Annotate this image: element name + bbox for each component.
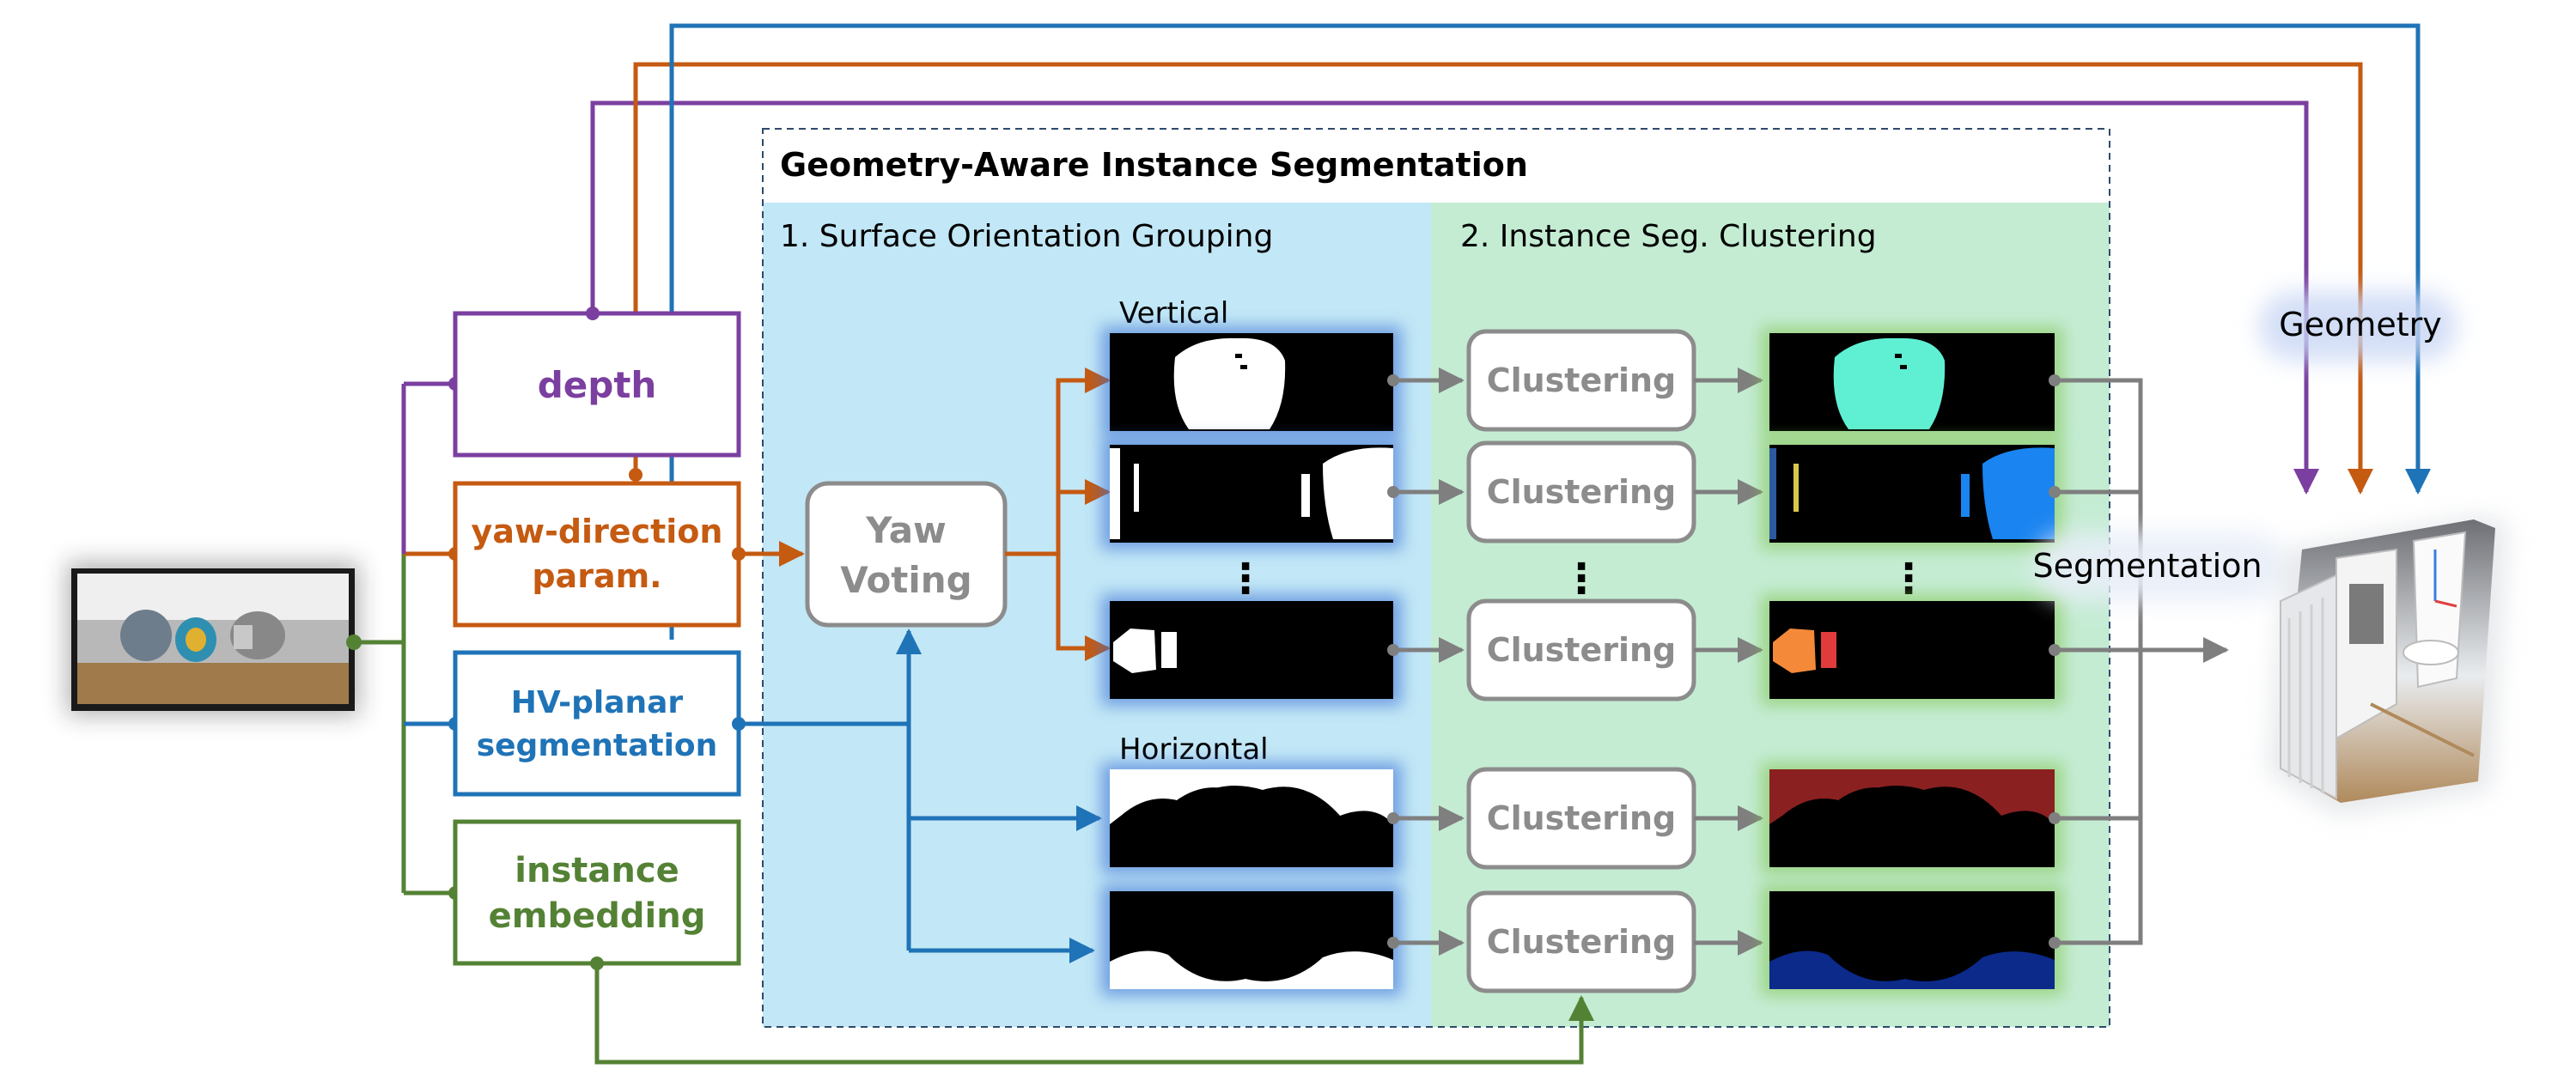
depth-top-dot	[586, 307, 600, 320]
clustering-box-3: Clustering	[1466, 598, 1696, 701]
depth-box: depth	[453, 307, 741, 458]
cluster-result-1	[1761, 326, 2063, 438]
yaw-top-dot	[629, 468, 642, 482]
input-bus-dot	[346, 635, 362, 650]
reconstruction-3d	[2268, 515, 2508, 816]
yaw-label-line1: yaw-direction	[472, 513, 723, 550]
stage2-ellipsis-1: ⋮	[1561, 555, 1602, 603]
horizontal-mask-2	[1101, 884, 1402, 996]
clustering-box-4: Clustering	[1466, 767, 1696, 870]
cluster-result-4	[1761, 762, 2063, 874]
yaw-param-box: yaw-direction param.	[453, 468, 746, 628]
stage2-label: 2. Instance Seg. Clustering	[1460, 219, 1877, 254]
yaw-voting-line2: Voting	[840, 559, 972, 601]
clustering-box-2: Clustering	[1466, 440, 1696, 544]
stage1-ellipsis: ⋮	[1225, 555, 1266, 603]
cluster-result-5	[1761, 884, 2063, 996]
voting-to-vertical3	[1056, 554, 1111, 661]
input-panorama	[67, 562, 359, 715]
clustering-label-5: Clustering	[1487, 923, 1677, 961]
vertical-mask-1	[1101, 326, 1402, 438]
gais-title: Geometry-Aware Instance Segmentation	[780, 146, 1528, 184]
clustering-label-2: Clustering	[1487, 473, 1677, 511]
hv-planar-box: HV-planar segmentation	[453, 650, 746, 797]
hv-label-line1: HV-planar	[511, 685, 684, 720]
clustering-box-5: Clustering	[1466, 890, 1696, 993]
result-collector	[2049, 374, 2229, 949]
vertical-mask-3	[1101, 594, 1402, 706]
geometry-glow	[2259, 292, 2457, 361]
voting-to-vertical1	[1056, 367, 1111, 554]
mask-to-clustering-arrows	[1387, 367, 1465, 956]
clustering-to-result-arrows	[1694, 367, 1763, 956]
clustering-box-1: Clustering	[1466, 329, 1696, 432]
cluster-result-2	[1761, 438, 2063, 550]
instance-embedding-box: instance embedding	[453, 819, 741, 970]
yaw-to-result-line	[633, 62, 2373, 495]
depth-label: depth	[538, 364, 657, 406]
stage1-label: 1. Surface Orientation Grouping	[780, 219, 1273, 254]
yaw-label-line2: param.	[532, 557, 661, 595]
clustering-label-4: Clustering	[1487, 799, 1677, 837]
hv-label-line2: segmentation	[477, 728, 718, 763]
horizontal-mask-1	[1101, 762, 1402, 874]
geometry-label: Geometry	[2279, 306, 2441, 343]
yaw-voting-box: Yaw Voting	[805, 481, 1008, 628]
vertical-label: Vertical	[1119, 296, 1228, 331]
inst-label-line1: instance	[515, 851, 679, 890]
horizontal-label: Horizontal	[1119, 732, 1269, 767]
segmentation-glow	[2036, 532, 2285, 601]
clustering-label-3: Clustering	[1487, 631, 1677, 669]
inst-label-line2: embedding	[489, 896, 706, 936]
vertical-mask-2	[1101, 438, 1402, 550]
clustering-label-1: Clustering	[1487, 361, 1677, 399]
segmentation-label: Segmentation	[2032, 547, 2262, 585]
yaw-voting-line1: Yaw	[865, 509, 947, 551]
embedding-to-clustering-line	[594, 963, 1594, 1065]
cluster-result-3	[1761, 594, 2063, 706]
